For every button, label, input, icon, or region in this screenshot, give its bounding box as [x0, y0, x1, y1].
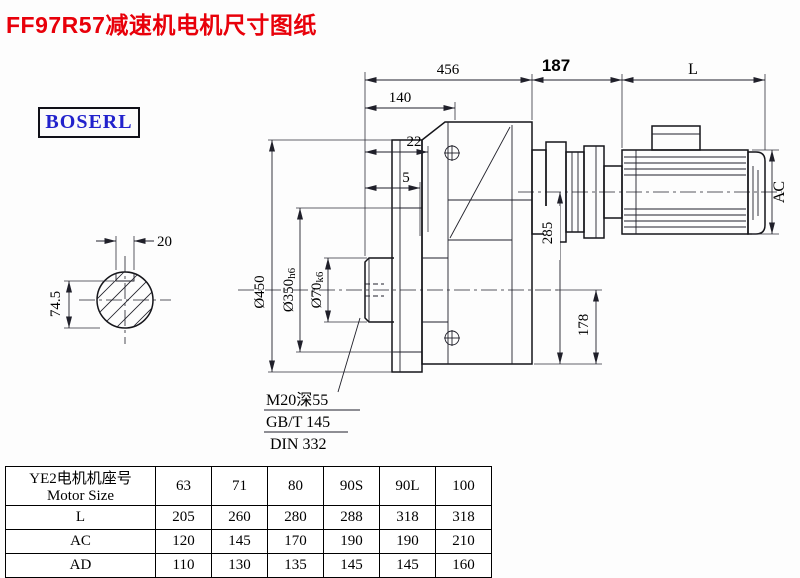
- value-cell: 318: [379, 505, 436, 530]
- shaft-end-notes: M20深55 GB/T 145 DIN 332: [264, 317, 361, 453]
- note-standard-din: DIN 332: [270, 436, 326, 453]
- brand-logo: BOSERL: [38, 107, 140, 138]
- technical-drawing: 20 74.5: [48, 56, 788, 453]
- value-cell: 210: [435, 529, 492, 554]
- dim-key-width: 20: [157, 234, 172, 250]
- size-header-cell: 63: [155, 466, 212, 506]
- bolt-icon: [444, 145, 460, 161]
- value-cell: 170: [267, 529, 324, 554]
- value-cell: 145: [211, 529, 268, 554]
- gearbox-body: [364, 121, 533, 373]
- dim-motor-dia: AC: [771, 181, 788, 203]
- table-row-AC: AC 120 145 170 190 190 210: [5, 529, 492, 554]
- dim-spigot-depth: 22: [407, 134, 422, 150]
- value-cell: 190: [323, 529, 380, 554]
- dim-face-offset: 5: [402, 170, 410, 186]
- value-cell: 288: [323, 505, 380, 530]
- value-cell: 280: [267, 505, 324, 530]
- dimensions: 456 187 L 140 22 5 AC 285 178: [252, 56, 788, 373]
- dim-spigot-dia: Ø350h6: [281, 267, 298, 312]
- section-hatching: [97, 272, 153, 328]
- note-tapped-hole: M20深55: [266, 391, 328, 409]
- bolt-icon: [444, 330, 460, 346]
- dim-shaft-dia-tol: k6: [314, 271, 326, 283]
- fan-cover: [747, 151, 766, 235]
- dim-key-height: 74.5: [48, 291, 64, 317]
- dim-center-height: 285: [540, 222, 556, 245]
- note-standard-gb: GB/T 145: [266, 414, 330, 431]
- keyway: [115, 273, 135, 282]
- size-header-cell: 71: [211, 466, 268, 506]
- size-header-cell: 90L: [379, 466, 436, 506]
- page-title: FF97R57减速机电机尺寸图纸: [6, 12, 317, 38]
- value-cell: 318: [435, 505, 492, 530]
- dim-spigot-dia-value: Ø350: [281, 279, 297, 312]
- value-cell: 260: [211, 505, 268, 530]
- dim-total-length: 456: [437, 62, 460, 78]
- dim-adapter-length: 187: [542, 56, 570, 75]
- motor-size-table: YE2电机机座号 Motor Size 63 71 80 90S 90L 100…: [5, 466, 492, 578]
- table-header-en: Motor Size: [46, 488, 115, 504]
- size-header-cell: 80: [267, 466, 324, 506]
- row-label-cell: L: [5, 505, 156, 530]
- dim-flange-dia: Ø450: [252, 275, 268, 308]
- table-header-cn: YE2电机机座号: [29, 471, 132, 487]
- value-cell: 190: [379, 529, 436, 554]
- dim-shaft-height: 178: [576, 314, 592, 337]
- table-header-row: YE2电机机座号 Motor Size 63 71 80 90S 90L 100: [5, 466, 492, 506]
- dim-shaft-dia: Ø70k6: [309, 271, 326, 308]
- dim-shaft-dia-value: Ø70: [309, 283, 325, 309]
- table-header-motor-size: YE2电机机座号 Motor Size: [5, 466, 156, 506]
- dim-flange-depth: 140: [389, 90, 412, 106]
- size-header-cell: 100: [435, 466, 492, 506]
- size-header-cell: 90S: [323, 466, 380, 506]
- brand-logo-text: BOSERL: [45, 111, 133, 133]
- row-label-cell: AC: [5, 529, 156, 554]
- value-cell: 120: [155, 529, 212, 554]
- table-row-L: L 205 260 280 288 318 318: [5, 505, 492, 530]
- motor-assembly: [531, 125, 766, 243]
- value-cell: 205: [155, 505, 212, 530]
- dim-motor-length: L: [688, 61, 698, 78]
- terminal-box: [651, 125, 701, 151]
- dim-spigot-dia-tol: h6: [286, 267, 298, 279]
- shaft-section-detail: 20 74.5: [48, 234, 172, 344]
